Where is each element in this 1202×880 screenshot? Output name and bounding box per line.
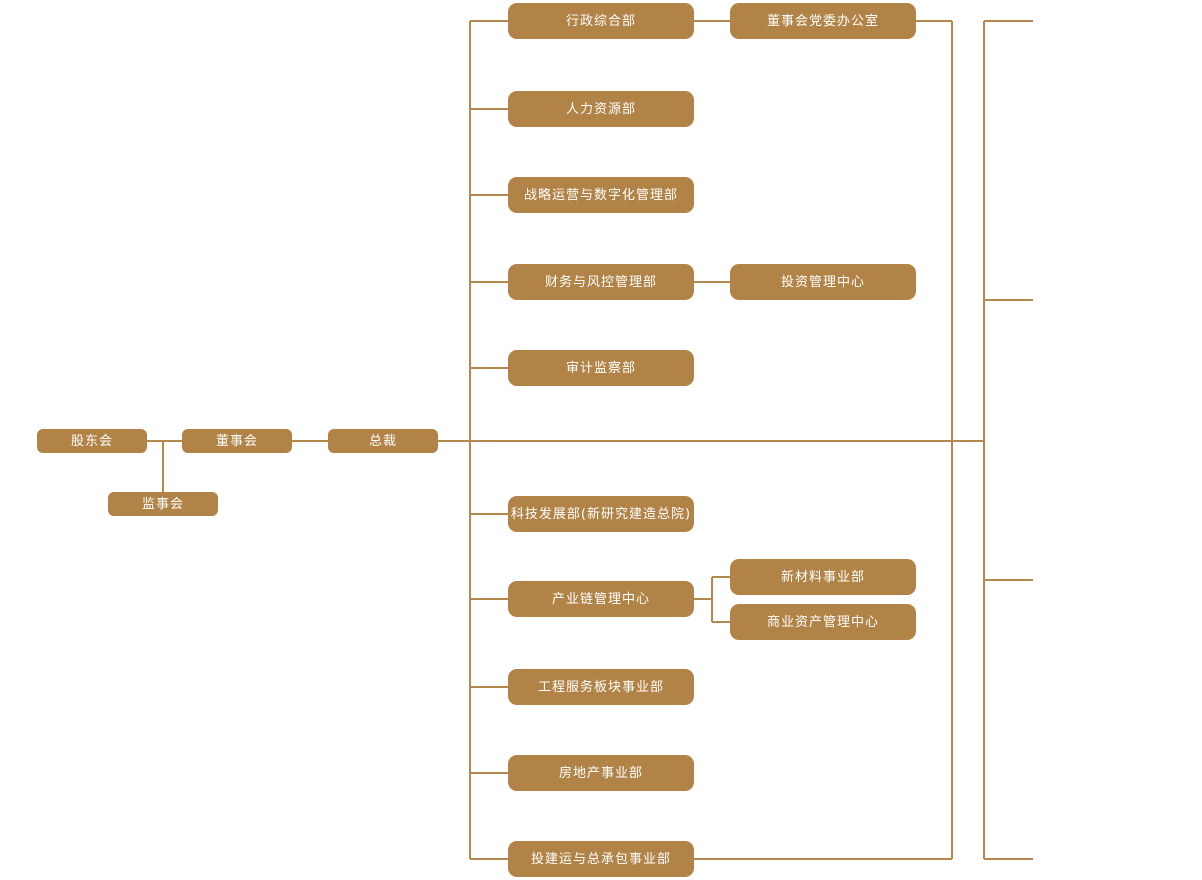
node-engineering-services: 工程服务板块事业部 (508, 669, 694, 705)
node-finance-risk: 财务与风控管理部 (508, 264, 694, 300)
node-party-committee-office: 董事会党委办公室 (730, 3, 916, 39)
node-president: 总裁 (328, 429, 438, 453)
node-invest-build-operate: 投建运与总承包事业部 (508, 841, 694, 877)
node-real-estate: 房地产事业部 (508, 755, 694, 791)
node-tech-development: 科技发展部(新研究建造总院) (508, 496, 694, 532)
node-human-resources: 人力资源部 (508, 91, 694, 127)
node-industry-chain: 产业链管理中心 (508, 581, 694, 617)
node-strategy-digital: 战略运营与数字化管理部 (508, 177, 694, 213)
node-supervisory-board: 监事会 (108, 492, 218, 516)
node-investment-center: 投资管理中心 (730, 264, 916, 300)
node-admin-general: 行政综合部 (508, 3, 694, 39)
node-board: 董事会 (182, 429, 292, 453)
node-audit-supervision: 审计监察部 (508, 350, 694, 386)
node-shareholders: 股东会 (37, 429, 147, 453)
node-new-materials: 新材料事业部 (730, 559, 916, 595)
node-commercial-assets: 商业资产管理中心 (730, 604, 916, 640)
